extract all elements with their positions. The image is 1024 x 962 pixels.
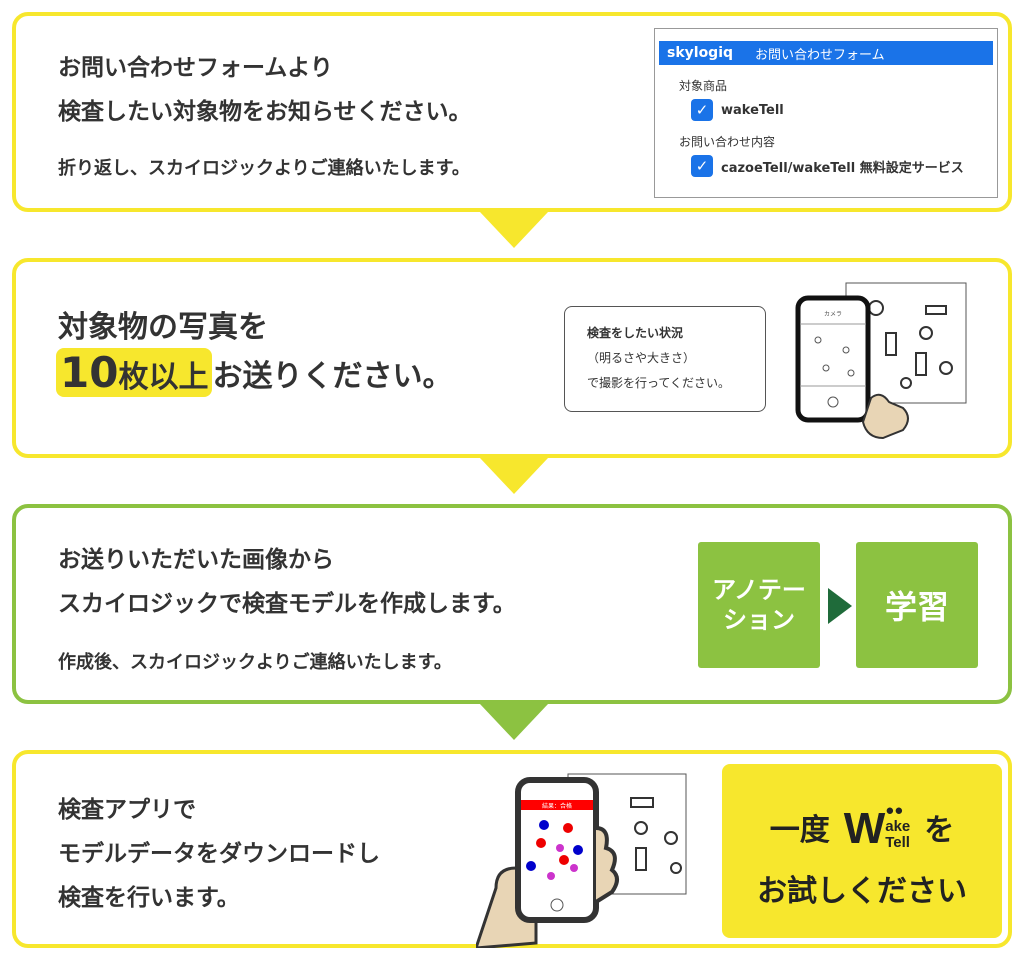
bubble-title: 検査をしたい状況 bbox=[587, 326, 684, 340]
bubble-line-3: で撮影を行ってください。 bbox=[587, 376, 731, 390]
step-1-note: 折り返し、スカイロジックよりご連絡いたします。 bbox=[58, 158, 470, 179]
field-2-label: お問い合わせ内容 bbox=[679, 135, 776, 149]
logo-tell: Tell bbox=[885, 834, 910, 851]
step-4-line-2: モデルデータをダウンロードし bbox=[58, 841, 380, 867]
result-caption: 結果：合格 bbox=[542, 802, 572, 810]
step-4-card: 検査アプリで モデルデータをダウンロードし 検査を行います。 結果：合格 一度 … bbox=[12, 750, 1012, 948]
step-3-card: お送りいただいた画像から スカイロジックで検査モデルを作成します。 作成後、スカ… bbox=[12, 504, 1012, 704]
phone-caption: カメラ bbox=[824, 311, 842, 318]
checkbox-checked-icon: ✓ bbox=[691, 155, 713, 177]
down-arrow-icon bbox=[480, 704, 548, 740]
annotation-label-1: アノテー bbox=[712, 576, 806, 604]
highlight-count: 10枚以上 bbox=[56, 348, 213, 397]
step-2-line-1: 対象物の写真を bbox=[58, 310, 268, 345]
right-arrow-icon bbox=[828, 588, 852, 624]
skylogiq-logo: skylogiq bbox=[667, 45, 734, 61]
cta-line-2: お試しください bbox=[757, 874, 967, 909]
step-3-line-2: スカイロジックで検査モデルを作成します。 bbox=[58, 591, 516, 617]
down-arrow-icon bbox=[480, 212, 548, 248]
phone-camera-illustration: カメラ bbox=[795, 282, 967, 440]
form-header: skylogiq お問い合わせフォーム bbox=[659, 41, 993, 65]
cta-suffix: を bbox=[924, 813, 955, 848]
training-label: 学習 bbox=[884, 588, 949, 626]
inquiry-form-illustration: skylogiq お問い合わせフォーム 対象商品 ✓ wakeTell お問い合わ… bbox=[654, 28, 998, 198]
field-1-value: wakeTell bbox=[721, 102, 784, 118]
logo-w: W bbox=[843, 804, 886, 853]
step-2-line-2: 10枚以上 お送りください。 bbox=[56, 348, 452, 397]
tip-speech-bubble: 検査をしたい状況 （明るさや大きさ） で撮影を行ってください。 bbox=[564, 306, 766, 412]
step-3-line-1: お送りいただいた画像から bbox=[58, 547, 334, 573]
annotation-box: アノテーション bbox=[698, 542, 820, 668]
bubble-line-2: （明るさや大きさ） bbox=[587, 351, 696, 365]
field-2-checkbox: ✓ cazoeTell/wakeTell 無料設定サービス bbox=[691, 155, 997, 177]
hand-icon bbox=[861, 393, 909, 440]
step-2-card: 対象物の写真を 10枚以上 お送りください。 検査をしたい状況 （明るさや大きさ… bbox=[12, 258, 1012, 458]
step-1-line-1: お問い合わせフォームより bbox=[58, 55, 333, 81]
annotation-label-2: ション bbox=[723, 606, 795, 634]
step-3-note: 作成後、スカイロジックよりご連絡いたします。 bbox=[58, 652, 452, 673]
field-1-checkbox: ✓ wakeTell bbox=[691, 99, 997, 121]
field-2-value: cazoeTell/wakeTell 無料設定サービス bbox=[721, 160, 964, 176]
field-1-label: 対象商品 bbox=[679, 79, 728, 93]
cta-prefix: 一度 bbox=[769, 813, 830, 848]
step-1-line-2: 検査したい対象物をお知らせください。 bbox=[58, 99, 472, 125]
training-box: 学習 bbox=[856, 542, 978, 668]
photo-count: 10 bbox=[60, 348, 119, 397]
form-title: お問い合わせフォーム bbox=[755, 47, 885, 63]
logo-ake: ake bbox=[885, 818, 911, 835]
phone-result-illustration: 結果：合格 bbox=[476, 773, 687, 948]
step-4-line-3: 検査を行います。 bbox=[58, 885, 240, 911]
checkbox-checked-icon: ✓ bbox=[691, 99, 713, 121]
photo-count-unit: 枚以上 bbox=[118, 360, 209, 395]
step-4-line-1: 検査アプリで bbox=[58, 797, 196, 823]
step-2-line-2-rest: お送りください。 bbox=[212, 358, 453, 394]
logo-dots-icon: ●● bbox=[885, 802, 904, 819]
step-1-card: お問い合わせフォームより 検査したい対象物をお知らせください。 折り返し、スカイ… bbox=[12, 12, 1012, 212]
down-arrow-icon bbox=[480, 458, 548, 494]
